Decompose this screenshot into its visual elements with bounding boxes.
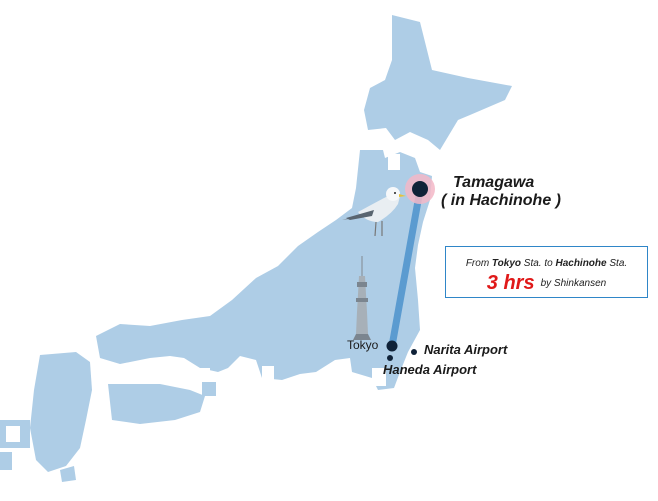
awaji [202, 382, 216, 396]
from-station: Tokyo [491, 258, 521, 269]
inland-sea [100, 368, 210, 382]
water [6, 154, 400, 442]
kyushu [30, 352, 92, 472]
islands-sw2 [0, 452, 12, 470]
travel-route-text: From Tokyo Sta. to Hachinohe Sta. [446, 258, 647, 269]
tokyo-marker [386, 340, 398, 352]
to-suffix: Sta. [606, 258, 628, 269]
narita-airport-label: Narita Airport [424, 342, 508, 357]
travel-duration: 3 hrs [486, 272, 535, 294]
from-suffix: Sta. to [521, 258, 556, 269]
tokyo-skytree-icon [353, 256, 371, 340]
tokyo-label: Tokyo [347, 338, 379, 352]
travel-duration-line: 3 hrs by Shinkansen [446, 272, 647, 295]
mutsu-bay [388, 154, 400, 170]
destination-marker [412, 181, 428, 197]
haneda-airport-label: Haneda Airport [383, 362, 477, 377]
haneda-marker [387, 355, 393, 361]
destination-sub: ( in Hachinohe ) [441, 192, 561, 209]
travel-info-box: From Tokyo Sta. to Hachinohe Sta. 3 hrs b… [445, 246, 648, 298]
travel-mode: by Shinkansen [540, 278, 607, 289]
to-station: Hachinohe [555, 258, 607, 269]
seagull-icon [342, 187, 406, 237]
narita-marker [411, 349, 417, 355]
destination-name: Tamagawa [453, 174, 535, 191]
shinkansen-route [388, 186, 424, 350]
shikoku [108, 384, 205, 424]
hokkaido [364, 15, 512, 150]
sado [318, 236, 328, 246]
islands-south [60, 466, 76, 482]
tokyo-bay [372, 368, 386, 386]
honshu [96, 150, 432, 390]
from-prefix: From [465, 258, 492, 269]
islands-sw-hole [6, 426, 20, 442]
ise-bay [262, 366, 274, 380]
land [0, 15, 512, 482]
